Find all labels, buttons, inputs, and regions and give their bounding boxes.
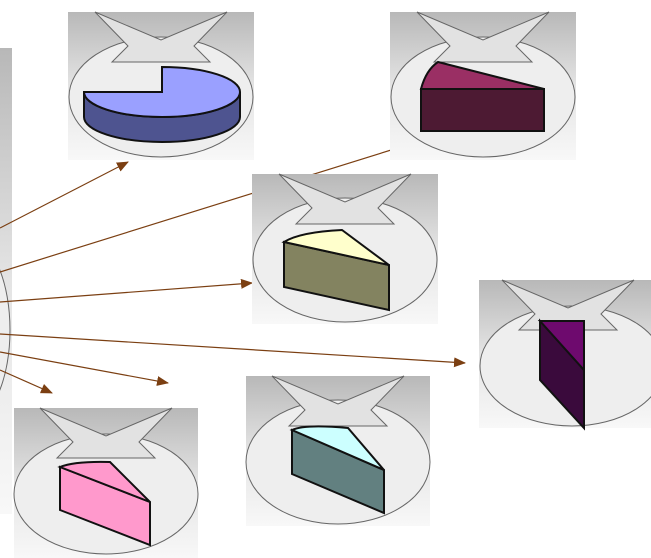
arrow-to-slice-teal xyxy=(0,351,169,386)
source-panel xyxy=(0,48,12,514)
panel-slice-olive xyxy=(252,173,438,324)
slice-olive-icon xyxy=(281,228,390,312)
arrow-group xyxy=(0,144,466,394)
pie-whole-icon xyxy=(82,65,242,143)
panel-slice-purple xyxy=(479,279,651,431)
slice-pink-icon xyxy=(57,460,151,547)
slice-maroon-icon xyxy=(419,60,545,132)
panel-slice-teal xyxy=(245,375,431,526)
arrow-to-slice-maroon xyxy=(0,144,405,273)
panel-pie-whole xyxy=(68,11,254,160)
slice-teal-icon xyxy=(289,425,385,515)
arrow-to-slice-pink xyxy=(0,369,53,394)
slice-purple-icon xyxy=(537,318,585,431)
panel-slice-maroon xyxy=(390,11,576,160)
arrow-to-slice-purple xyxy=(0,333,466,368)
arrow-to-slice-olive xyxy=(0,278,253,303)
arrow-to-pie-whole xyxy=(0,161,129,229)
panel-slice-pink xyxy=(13,407,199,558)
